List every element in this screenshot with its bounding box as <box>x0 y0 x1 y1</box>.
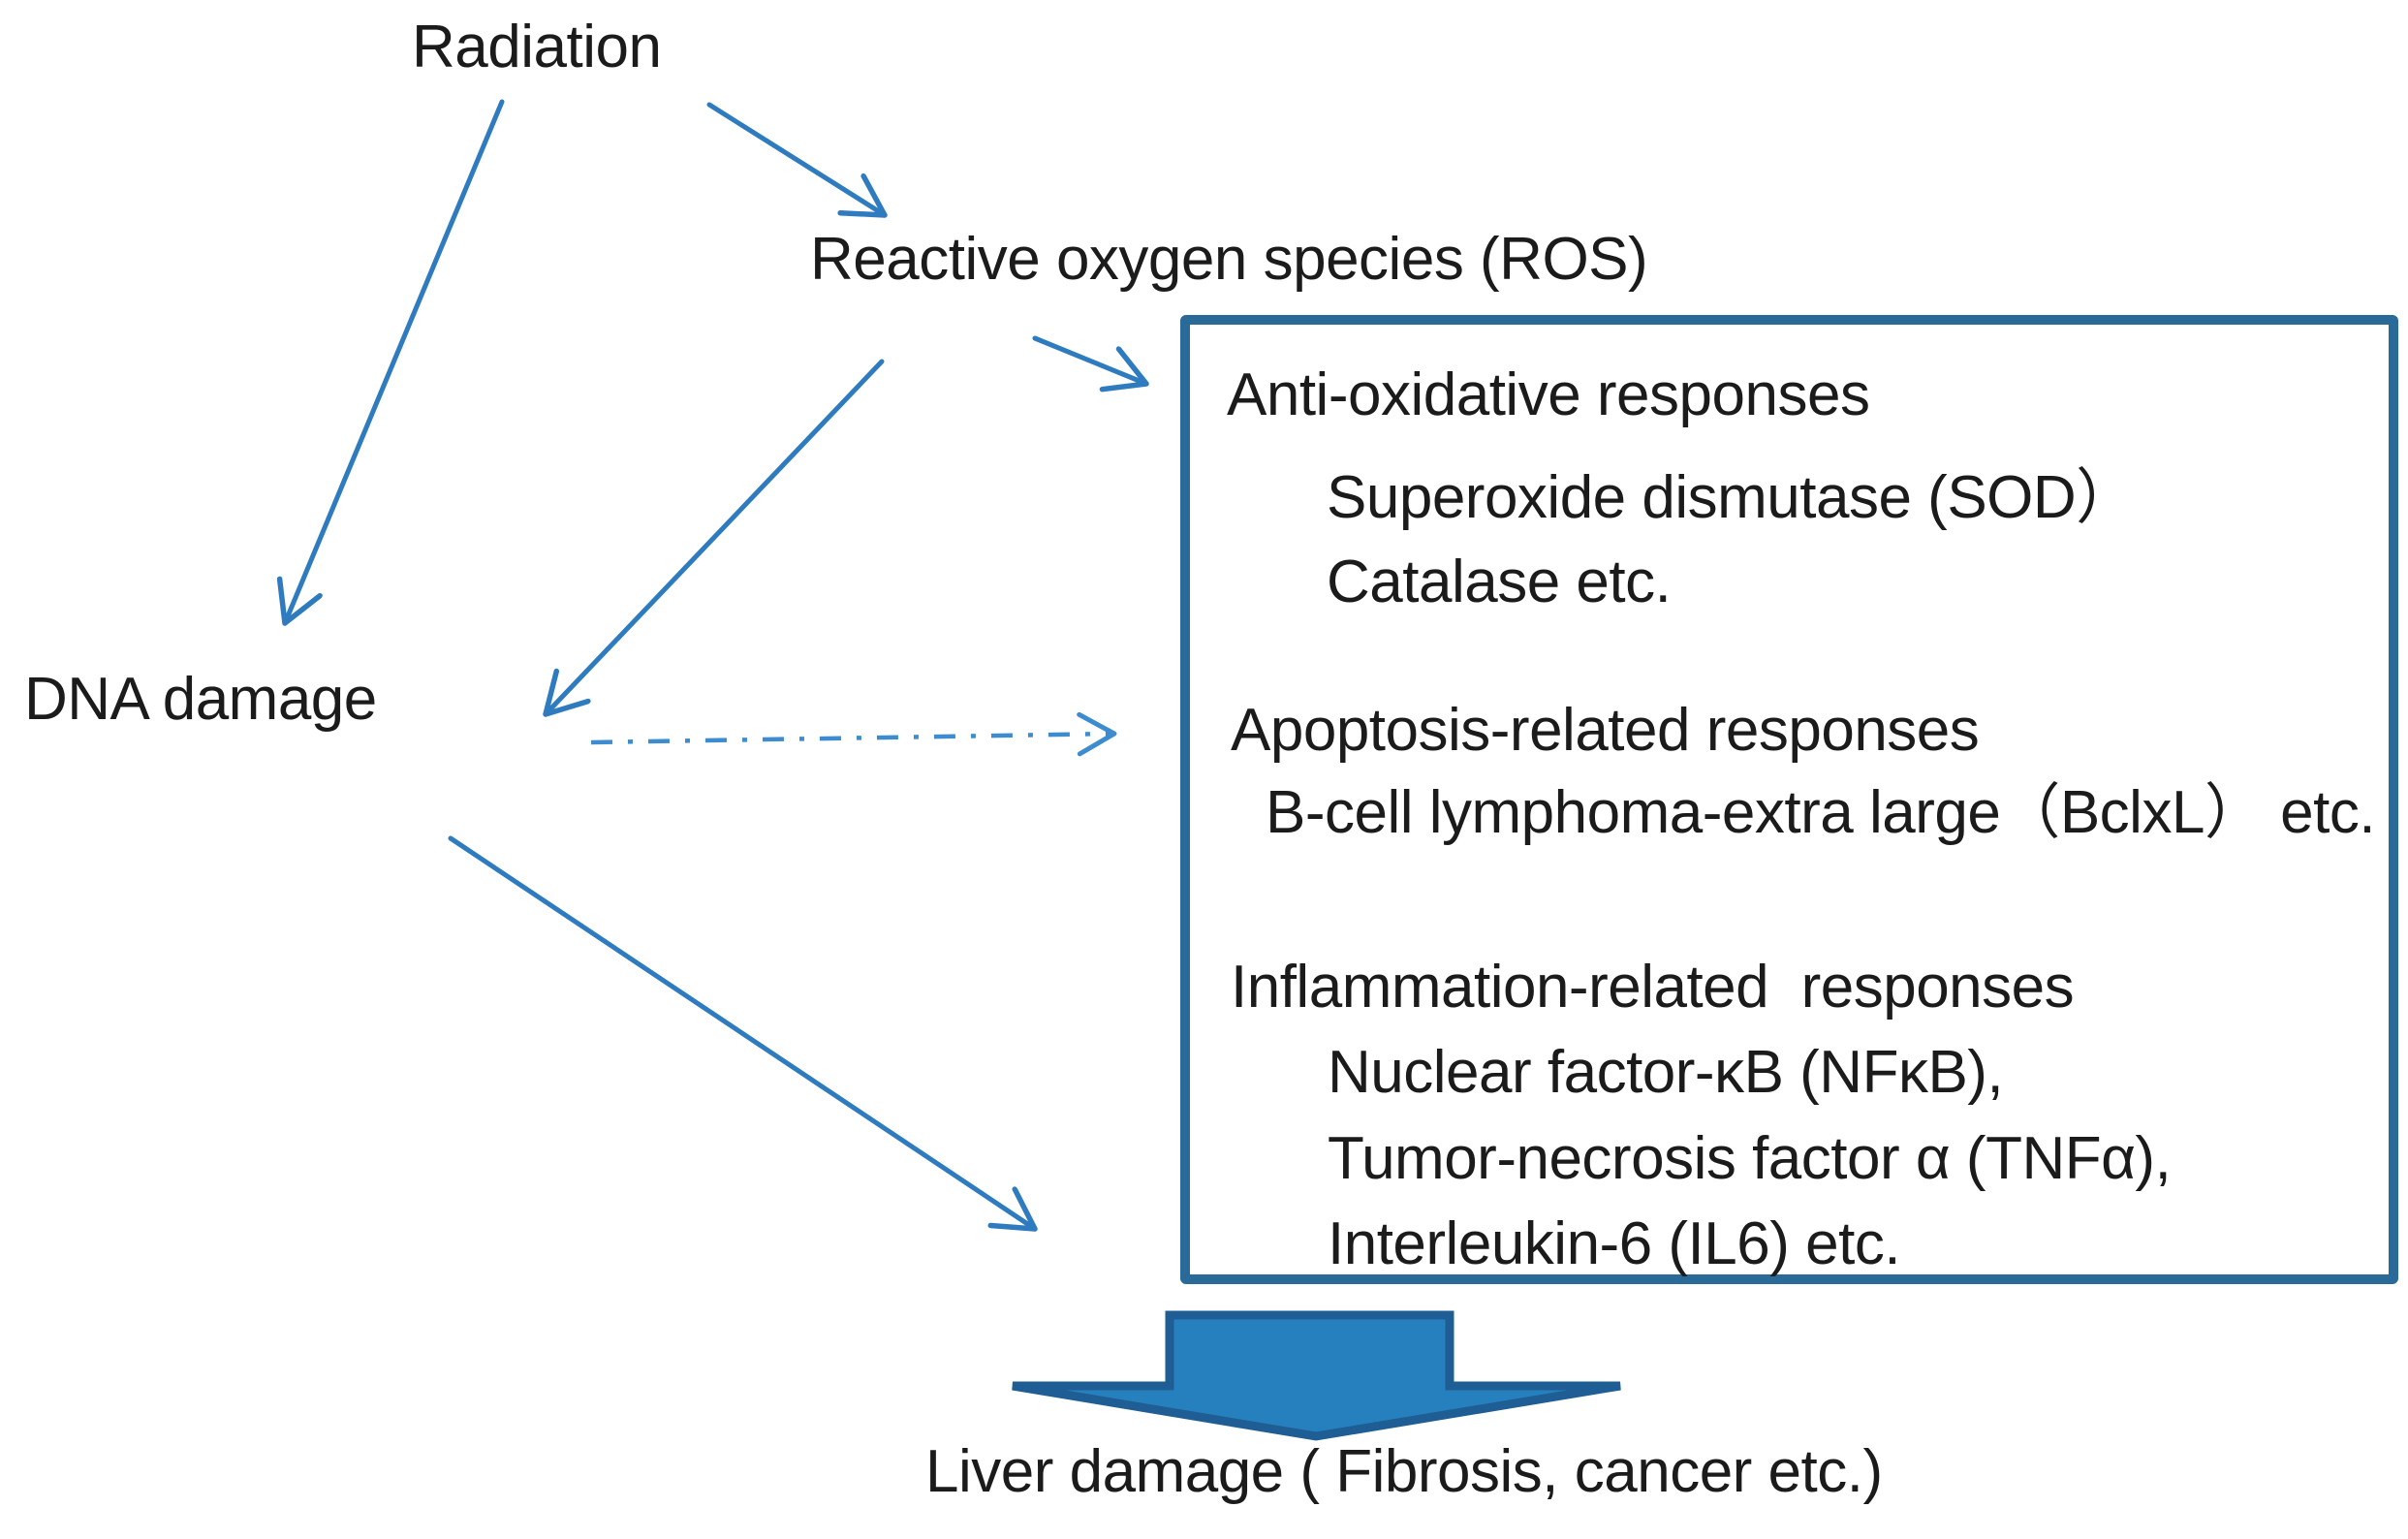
box-item-bcell-lymphoma: B-cell lymphoma-extra large（BclxL） etc. <box>1266 779 2376 846</box>
responses-box <box>1180 315 2398 1284</box>
node-dna-damage: DNA damage <box>24 666 377 733</box>
arrow-radiation-to-ros <box>706 102 885 215</box>
arrow-dna-damage-to-liver-damage <box>448 835 1035 1229</box>
arrow-ros-to-responses-box <box>1032 335 1146 384</box>
arrow-radiation-to-dna-damage <box>285 99 505 623</box>
box-section-title-apoptosis: Apoptosis-related responses <box>1231 697 1980 764</box>
node-liver-damage: Liver damage ( Fibrosis, cancer etc.) <box>925 1438 1883 1505</box>
big-down-arrow <box>1012 1310 1621 1441</box>
box-section-title-inflammation: Inflammation-related responses <box>1231 954 2075 1021</box>
arrow-ros-to-dna-damage <box>546 359 885 714</box>
box-item-nuclear-factor: Nuclear factor-κB (NFκB), <box>1328 1039 2004 1106</box>
node-radiation: Radiation <box>412 14 662 80</box>
box-item-tumor-necrosis-factor: Tumor-necrosis factor α (TNFα), <box>1328 1125 2172 1192</box>
box-section-title-antioxidative: Anti-oxidative responses <box>1227 361 1870 428</box>
dashed-arrow-dna-damage-to-responses-box <box>590 734 1114 742</box>
box-item-interleukin: Interleukin-6 (IL6) etc. <box>1328 1210 1901 1277</box>
box-item-catalase: Catalase etc. <box>1327 549 1672 615</box>
box-item-superoxide-dismutase: Superoxide dismutase (SOD） <box>1327 464 2136 531</box>
node-ros: Reactive oxygen species (ROS) <box>810 226 1648 293</box>
